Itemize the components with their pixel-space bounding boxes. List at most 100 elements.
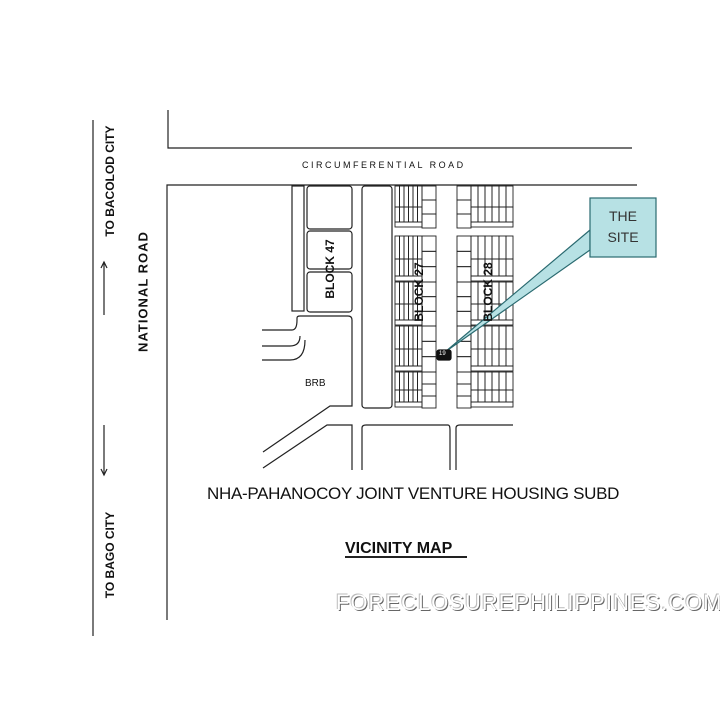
- lot: [399, 371, 405, 391]
- lot: [456, 340, 472, 358]
- block-47-lot: [306, 271, 353, 313]
- lot: [470, 281, 479, 305]
- lot-marker-label: 19: [439, 351, 446, 357]
- lot: [399, 303, 405, 321]
- lot: [403, 325, 409, 350]
- lot: [417, 371, 423, 391]
- lot: [399, 235, 405, 260]
- lot: [408, 389, 414, 403]
- lot: [403, 258, 409, 277]
- national-road-label: NATIONAL ROAD: [135, 231, 151, 352]
- lot: [421, 213, 437, 229]
- lot: [470, 371, 479, 391]
- lot: [477, 206, 486, 223]
- lot: [408, 348, 414, 367]
- circumferential-road-label: CIRCUMFERENTIAL ROAD: [302, 160, 466, 170]
- lot: [498, 206, 507, 223]
- lot: [394, 185, 400, 208]
- lot: [394, 389, 400, 403]
- lot: [456, 296, 472, 312]
- lot: [394, 325, 400, 350]
- lot: [417, 389, 423, 403]
- lot: [421, 383, 437, 397]
- lot: [403, 348, 409, 367]
- lot: [399, 281, 405, 305]
- block-47-label: BLOCK 47: [323, 239, 337, 299]
- subdivision-title: NHA-PAHANOCOY JOINT VENTURE HOUSING SUBD: [207, 484, 620, 503]
- lot: [412, 371, 418, 391]
- lot: [456, 250, 472, 268]
- lot: [403, 185, 409, 208]
- lot: [403, 235, 409, 260]
- lot: [394, 206, 400, 223]
- lane: [291, 185, 305, 312]
- lot: [394, 401, 423, 408]
- arrow-down-icon: [100, 425, 108, 477]
- lot: [505, 348, 514, 367]
- lot: [417, 235, 423, 260]
- lot: [412, 325, 418, 350]
- lot: [394, 365, 423, 372]
- lot: [498, 389, 507, 403]
- lot: [470, 185, 479, 208]
- watermark: FORECLOSUREPHILIPPINES.COM: [336, 590, 720, 615]
- lot: [456, 266, 472, 283]
- arrow-up-icon: [100, 260, 108, 315]
- lot: [498, 258, 507, 277]
- lot: [491, 235, 500, 260]
- site-lot-marker: [436, 349, 452, 361]
- lot: [421, 199, 437, 215]
- lot: [484, 206, 493, 223]
- lot: [505, 235, 514, 260]
- lot: [498, 185, 507, 208]
- lot: [456, 185, 472, 201]
- lot: [403, 303, 409, 321]
- lot: [477, 371, 486, 391]
- lot: [394, 303, 400, 321]
- lot: [477, 348, 486, 367]
- lot: [408, 185, 414, 208]
- callout-pointer: [444, 228, 591, 353]
- lot: [470, 401, 514, 408]
- callout-line-1: THE: [609, 208, 637, 224]
- lot: [421, 395, 437, 409]
- lot: [399, 185, 405, 208]
- lot: [417, 185, 423, 208]
- lot: [456, 235, 472, 252]
- vicinity-map-title: VICINITY MAP: [345, 540, 453, 557]
- lot: [421, 185, 437, 201]
- lot: [403, 206, 409, 223]
- lot: [399, 325, 405, 350]
- lot: [484, 389, 493, 403]
- lot: [408, 325, 414, 350]
- lot: [417, 325, 423, 350]
- lot: [403, 389, 409, 403]
- lot: [456, 383, 472, 397]
- lot: [399, 389, 405, 403]
- lot: [412, 185, 418, 208]
- lot: [412, 348, 418, 367]
- lot: [491, 389, 500, 403]
- lot: [399, 258, 405, 277]
- lot: [408, 371, 414, 391]
- lot: [456, 281, 472, 298]
- lot-grid: [394, 185, 514, 409]
- lot: [394, 221, 423, 228]
- lot: [394, 235, 400, 260]
- lot: [491, 325, 500, 350]
- lot: [412, 235, 418, 260]
- lot: [498, 371, 507, 391]
- lot: [491, 185, 500, 208]
- lot: [456, 371, 472, 385]
- lot: [498, 348, 507, 367]
- lot: [484, 185, 493, 208]
- lot: [505, 206, 514, 223]
- lot: [498, 281, 507, 305]
- callout-line-2: SITE: [607, 229, 639, 245]
- lot: [484, 371, 493, 391]
- lot: [470, 303, 479, 321]
- lot: [484, 235, 493, 260]
- lot: [470, 365, 514, 372]
- lot: [484, 348, 493, 367]
- lot: [491, 371, 500, 391]
